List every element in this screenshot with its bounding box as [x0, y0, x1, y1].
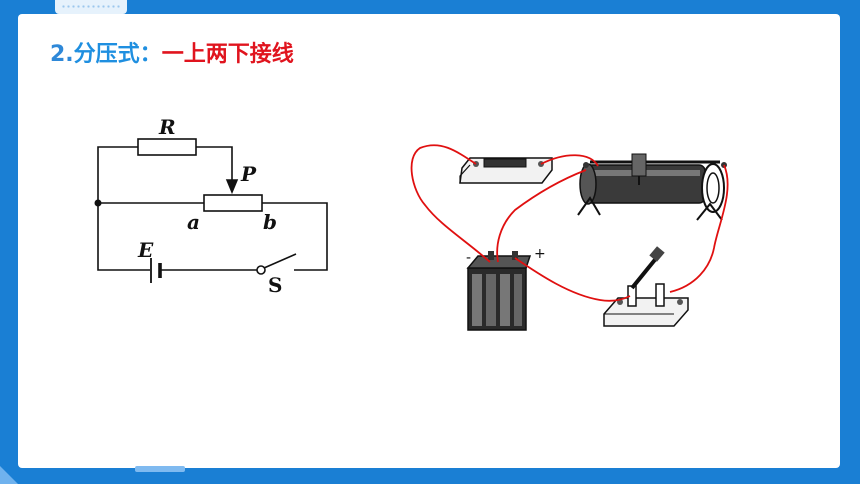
- battery-negative-sign: -: [466, 250, 471, 266]
- bottom-decor-bar: [135, 466, 185, 472]
- battery-cell: [466, 251, 532, 331]
- switch-blade: [263, 253, 297, 269]
- wire-left-bottom: [97, 203, 150, 271]
- wire-left-top: [97, 146, 138, 203]
- junction-dot: [94, 199, 102, 207]
- label-r: R: [158, 115, 176, 139]
- label-a: a: [187, 210, 200, 234]
- switch-pivot: [256, 265, 266, 275]
- label-e: E: [137, 238, 154, 262]
- slide-rheostat: [577, 153, 727, 221]
- wire-rheostat-to-battery: [496, 169, 587, 263]
- top-decor-tab: [55, 0, 127, 14]
- wire-battery-to-switch: [514, 257, 631, 302]
- battery-positive-sign: +: [534, 246, 546, 262]
- heading-emphasis: 一上两下接线: [161, 42, 294, 67]
- top-decor-dots: [61, 4, 121, 10]
- red-wires: [410, 144, 729, 302]
- heading-number: 2.: [50, 42, 74, 67]
- wire-rheostat-to-switch: [669, 164, 729, 293]
- slider-arrow: [225, 179, 239, 195]
- wire-board-to-battery: [410, 144, 491, 263]
- wire-to-slider: [196, 146, 233, 182]
- wire-right: [262, 202, 328, 271]
- slide-heading: 2.分压式：一上两下接线: [50, 36, 294, 68]
- slide-panel: [18, 14, 840, 468]
- label-p: P: [240, 162, 257, 186]
- resistor-board: [459, 157, 553, 184]
- knife-switch: [603, 246, 689, 327]
- corner-decor-triangle: [0, 466, 18, 484]
- label-s: S: [268, 273, 282, 297]
- heading-text: 分压式：: [73, 42, 162, 67]
- wire-board-to-rheostat: [540, 154, 599, 167]
- label-b: b: [263, 210, 277, 234]
